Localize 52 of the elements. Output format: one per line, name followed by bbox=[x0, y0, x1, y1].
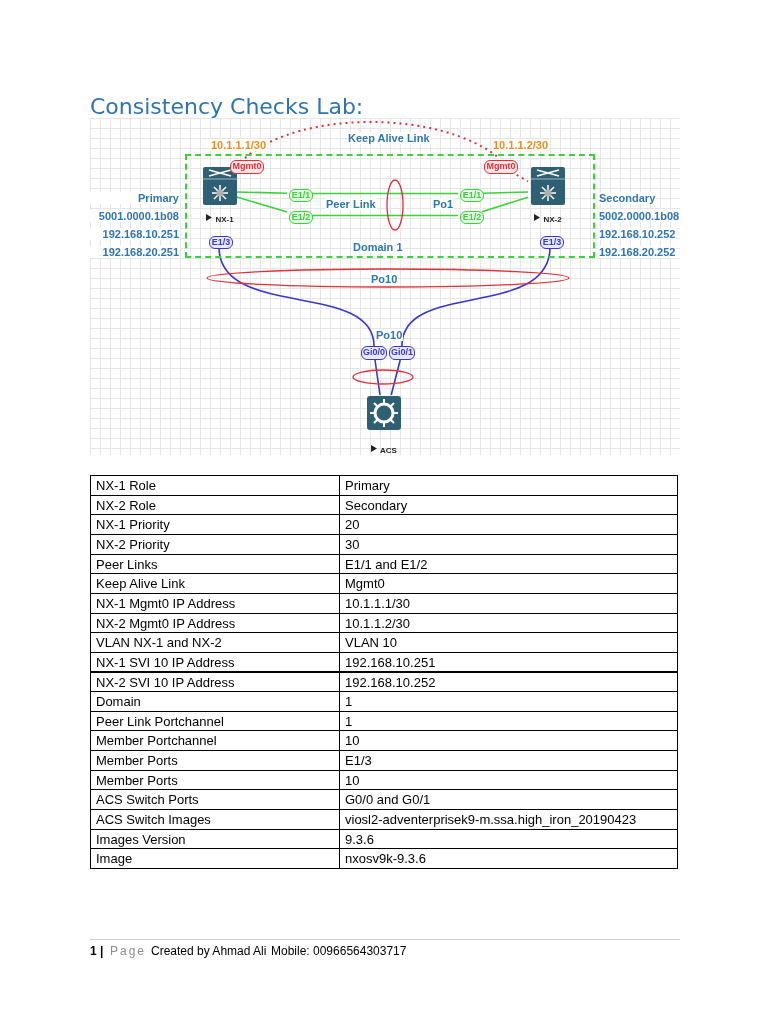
port-tag: E1/3 bbox=[540, 236, 564, 249]
port-tag: E1/1 bbox=[289, 189, 313, 202]
node-caption: 5002.0000.1b08 bbox=[598, 210, 681, 222]
link-line bbox=[390, 359, 401, 396]
author-text: Created by Ahmad Ali bbox=[151, 944, 267, 958]
node-caption: 192.168.20.252 bbox=[598, 246, 677, 258]
page-number: 1 | bbox=[90, 944, 104, 958]
link-line bbox=[244, 121, 500, 159]
table-cell: nxosv9k-9.3.6 bbox=[339, 848, 678, 869]
link-line bbox=[481, 196, 529, 213]
table-cell: Image bbox=[90, 848, 340, 869]
device-name: NX-2 bbox=[543, 215, 562, 224]
table-cell: 192.168.10.252 bbox=[339, 671, 678, 693]
table-cell: Primary bbox=[339, 475, 678, 496]
page-label: Page bbox=[110, 944, 147, 958]
node-caption: 192.168.10.252 bbox=[598, 228, 677, 240]
edge-label: Keep Alive Link bbox=[347, 132, 431, 144]
node-caption: 192.168.20.251 bbox=[90, 246, 180, 258]
link-line bbox=[374, 359, 381, 396]
node-caption: 10.1.1.1/30 bbox=[210, 139, 268, 151]
port-tag: Mgmt0 bbox=[484, 160, 518, 174]
table-cell: NX-1 Role bbox=[90, 475, 340, 496]
link-name: Po10 bbox=[375, 329, 404, 341]
table-cell: NX-2 SVI 10 IP Address bbox=[90, 671, 340, 693]
port-tag: E1/2 bbox=[460, 211, 484, 224]
link-line bbox=[310, 192, 459, 195]
contact-text: Mobile: 00966564303717 bbox=[271, 944, 407, 958]
group-title: Domain 1 bbox=[352, 241, 404, 253]
node-caption: 192.168.10.251 bbox=[90, 228, 180, 240]
port-tag: Gi0/1 bbox=[389, 346, 415, 360]
node-caption: Secondary bbox=[598, 192, 657, 204]
table-cell: 192.168.10.251 bbox=[339, 651, 678, 673]
port-tag: E1/1 bbox=[460, 189, 484, 202]
device-name: ACS bbox=[380, 446, 397, 455]
node-caption: 5001.0000.1b08 bbox=[90, 210, 180, 222]
port-tag: Gi0/0 bbox=[361, 346, 387, 360]
node-caption: Primary bbox=[90, 192, 180, 204]
link-line bbox=[481, 191, 529, 194]
domain-boundary bbox=[185, 154, 595, 258]
link-name: Po1 bbox=[432, 198, 455, 210]
port-tag: E1/2 bbox=[289, 211, 313, 224]
page-title: Consistency Checks Lab: bbox=[90, 94, 364, 119]
link-line bbox=[218, 246, 375, 347]
link-line bbox=[401, 246, 551, 347]
link-name: Po10 bbox=[370, 273, 399, 285]
port-tag: E1/3 bbox=[209, 236, 233, 249]
link-name: Peer Link bbox=[325, 198, 377, 210]
device-name: NX-1 bbox=[215, 215, 234, 224]
table-cell: NX-1 SVI 10 IP Address bbox=[90, 651, 340, 673]
link-line bbox=[310, 214, 459, 217]
node-caption: 10.1.1.2/30 bbox=[492, 139, 550, 151]
port-tag: Mgmt0 bbox=[230, 160, 264, 174]
